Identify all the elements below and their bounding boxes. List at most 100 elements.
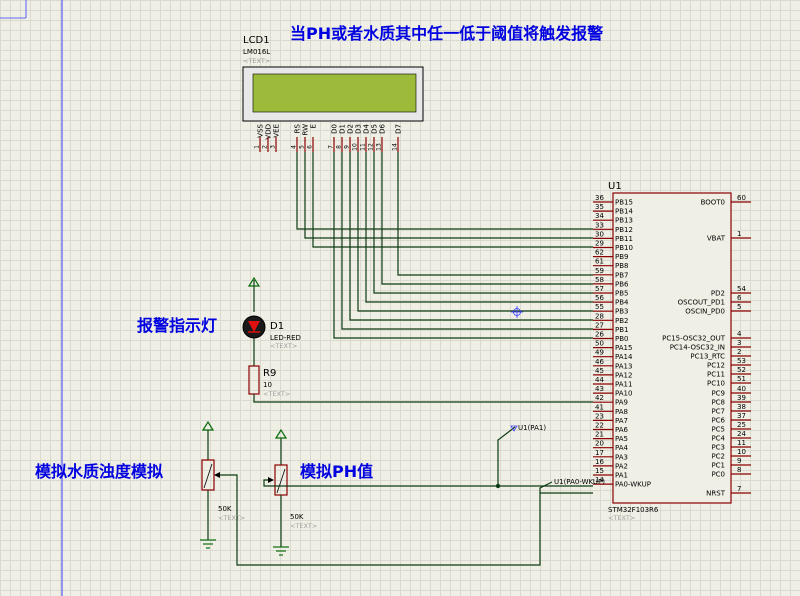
mcu-pin-number: 52 bbox=[737, 366, 746, 374]
mcu-pin-number: 7 bbox=[737, 485, 741, 493]
mcu-pin-name: PB10 bbox=[615, 244, 633, 252]
mcu-pin-name: PA12 bbox=[615, 371, 632, 379]
probe-arrow-icon bbox=[510, 425, 518, 432]
mcu-pin-number: 3 bbox=[737, 339, 741, 347]
mcu-pin-name: PB3 bbox=[615, 308, 628, 316]
mcu-pin-name: PC15-OSC32_OUT bbox=[662, 335, 726, 343]
mcu-pin-number: 44 bbox=[595, 376, 604, 384]
wire-rw-pb11 bbox=[304, 152, 593, 239]
mcu-pin-name: PC9 bbox=[711, 390, 725, 398]
mcu-pin-name: PA15 bbox=[615, 344, 632, 352]
lcd-pin-number: 14 bbox=[392, 143, 399, 151]
mcu-pin-name: PA10 bbox=[615, 390, 632, 398]
mcu-pin-number: 54 bbox=[737, 285, 746, 293]
mcu-pin-number: 5 bbox=[737, 303, 741, 311]
mcu-pin-name: PB0 bbox=[615, 335, 628, 343]
wiper-arrow-icon bbox=[268, 477, 274, 483]
lcd-pin-number: 11 bbox=[360, 143, 367, 151]
mcu-pin-number: 61 bbox=[595, 258, 604, 266]
mcu-pin-name: PB6 bbox=[615, 280, 629, 288]
mcu-component[interactable]: U1 36PB1535PB1434PB1333PB1230PB1129PB106… bbox=[593, 181, 751, 522]
mcu-pin-name: PA14 bbox=[615, 353, 633, 361]
mcu-pin-number: 22 bbox=[595, 422, 604, 430]
mcu-pin-number: 56 bbox=[595, 294, 604, 302]
mcu-pin-number: 28 bbox=[595, 312, 604, 320]
mcu-pin-number: 1 bbox=[737, 230, 741, 238]
mcu-pin-name: PC2 bbox=[711, 453, 725, 461]
wire-rs-pb12 bbox=[296, 152, 593, 230]
mcu-pin-number: 24 bbox=[737, 430, 746, 438]
probe-pa0[interactable]: U1(PA0-WKUP) bbox=[539, 478, 605, 493]
mcu-pin-number: 49 bbox=[595, 349, 604, 357]
mcu-pin-number: 58 bbox=[595, 276, 604, 284]
lcd-pin-name: D7 bbox=[395, 124, 403, 134]
lcd-pin-number: 7 bbox=[328, 145, 335, 149]
mcu-pin-name: PA2 bbox=[615, 462, 628, 470]
pot-turbidity-component[interactable]: 50K <TEXT> bbox=[200, 420, 593, 566]
mcu-pin-number: 36 bbox=[595, 194, 604, 202]
mcu-pin-number: 20 bbox=[595, 440, 604, 448]
led-component[interactable]: D1 LED-RED <TEXT> bbox=[242, 276, 301, 350]
probe-pa0-label: U1(PA0-WKUP) bbox=[554, 478, 605, 486]
alarm-light-annotation: 报警指示灯 bbox=[137, 316, 217, 335]
lcd-text-placeholder: <TEXT> bbox=[243, 57, 270, 65]
mcu-pin-name: PA0-WKUP bbox=[615, 481, 651, 489]
mcu-pin-number: 39 bbox=[737, 394, 746, 402]
mcu-pin-number: 15 bbox=[595, 467, 604, 475]
probe-pa1-label: U1(PA1) bbox=[518, 424, 546, 432]
lcd-pin-number: 10 bbox=[352, 143, 359, 151]
mcu-pin-number: 41 bbox=[595, 403, 604, 411]
mcu-pin-name: PC13_RTC bbox=[690, 353, 725, 361]
mcu-pin-number: 60 bbox=[737, 194, 746, 202]
mcu-pin-name: OSCOUT_PD1 bbox=[678, 299, 725, 307]
mcu-pin-name: PB9 bbox=[615, 253, 628, 261]
probe-pa1[interactable]: U1(PA1) bbox=[497, 424, 546, 486]
mcu-pins: 36PB1535PB1434PB1333PB1230PB1129PB1062PB… bbox=[593, 194, 751, 498]
ph-annotation: 模拟PH值 bbox=[300, 462, 373, 481]
mcu-pin-number: 23 bbox=[595, 412, 604, 420]
mcu-text-placeholder: <TEXT> bbox=[608, 514, 635, 522]
mcu-pin-number: 42 bbox=[595, 394, 604, 402]
wire-d0-pb0 bbox=[333, 152, 593, 339]
mcu-pin-number: 21 bbox=[595, 431, 604, 439]
pot-turbidity-text: <TEXT> bbox=[218, 514, 245, 522]
mcu-pin-name: PB8 bbox=[615, 262, 628, 270]
mcu-pin-name: PB12 bbox=[615, 226, 633, 234]
mcu-pin-number: 35 bbox=[595, 203, 604, 211]
mcu-pin-number: 9 bbox=[737, 457, 741, 465]
mcu-pin-name: PC6 bbox=[711, 417, 725, 425]
wire-d7-pb7 bbox=[397, 152, 593, 276]
resistor-component[interactable]: R9 10 <TEXT> bbox=[248, 338, 593, 403]
mcu-pin-number: 29 bbox=[595, 240, 604, 248]
wire-d3-pb3 bbox=[357, 152, 593, 312]
lcd-pin-name: VSS bbox=[257, 123, 265, 137]
mcu-pin-name: PB11 bbox=[615, 235, 633, 243]
lcd-pin-number: 1 bbox=[254, 145, 261, 149]
pot-ph-component[interactable]: 50K <TEXT> bbox=[263, 428, 593, 556]
mcu-pin-number: 62 bbox=[595, 249, 604, 257]
pot-turbidity-value: 50K bbox=[218, 505, 232, 513]
lcd-pin-name: VEE bbox=[273, 124, 281, 138]
mcu-pin-name: PC4 bbox=[711, 435, 725, 443]
led-part-label: LED-RED bbox=[270, 334, 301, 342]
mcu-pin-name: PB2 bbox=[615, 317, 628, 325]
mcu-pin-number: 40 bbox=[737, 385, 746, 393]
mcu-pin-name: PC8 bbox=[711, 399, 725, 407]
lcd-pin-number: 4 bbox=[291, 145, 298, 149]
resistor-body bbox=[248, 365, 260, 395]
mcu-pin-name: PB13 bbox=[615, 217, 633, 225]
mcu-pin-number: 14 bbox=[595, 476, 604, 484]
led-ref-label: D1 bbox=[270, 321, 284, 332]
mcu-pin-name: PD2 bbox=[711, 290, 725, 298]
power-terminal-icon bbox=[274, 428, 288, 439]
led-diode-icon bbox=[248, 321, 260, 332]
wire-d1-pb1 bbox=[341, 152, 593, 330]
mcu-pin-name: VBAT bbox=[707, 235, 726, 243]
lcd-pin-name: D1 bbox=[339, 124, 347, 134]
mcu-pin-name: PB1 bbox=[615, 326, 628, 334]
lcd-component[interactable]: LCD1 LM016L <TEXT> VSS1VDD2VEE3RS4RW5E6D… bbox=[242, 35, 424, 152]
mcu-pin-number: 11 bbox=[737, 439, 746, 447]
mcu-pin-name: OSCIN_PD0 bbox=[685, 308, 725, 316]
turbidity-annotation: 模拟水质浊度模拟 bbox=[35, 462, 163, 481]
mcu-pin-name: PC3 bbox=[711, 444, 725, 452]
